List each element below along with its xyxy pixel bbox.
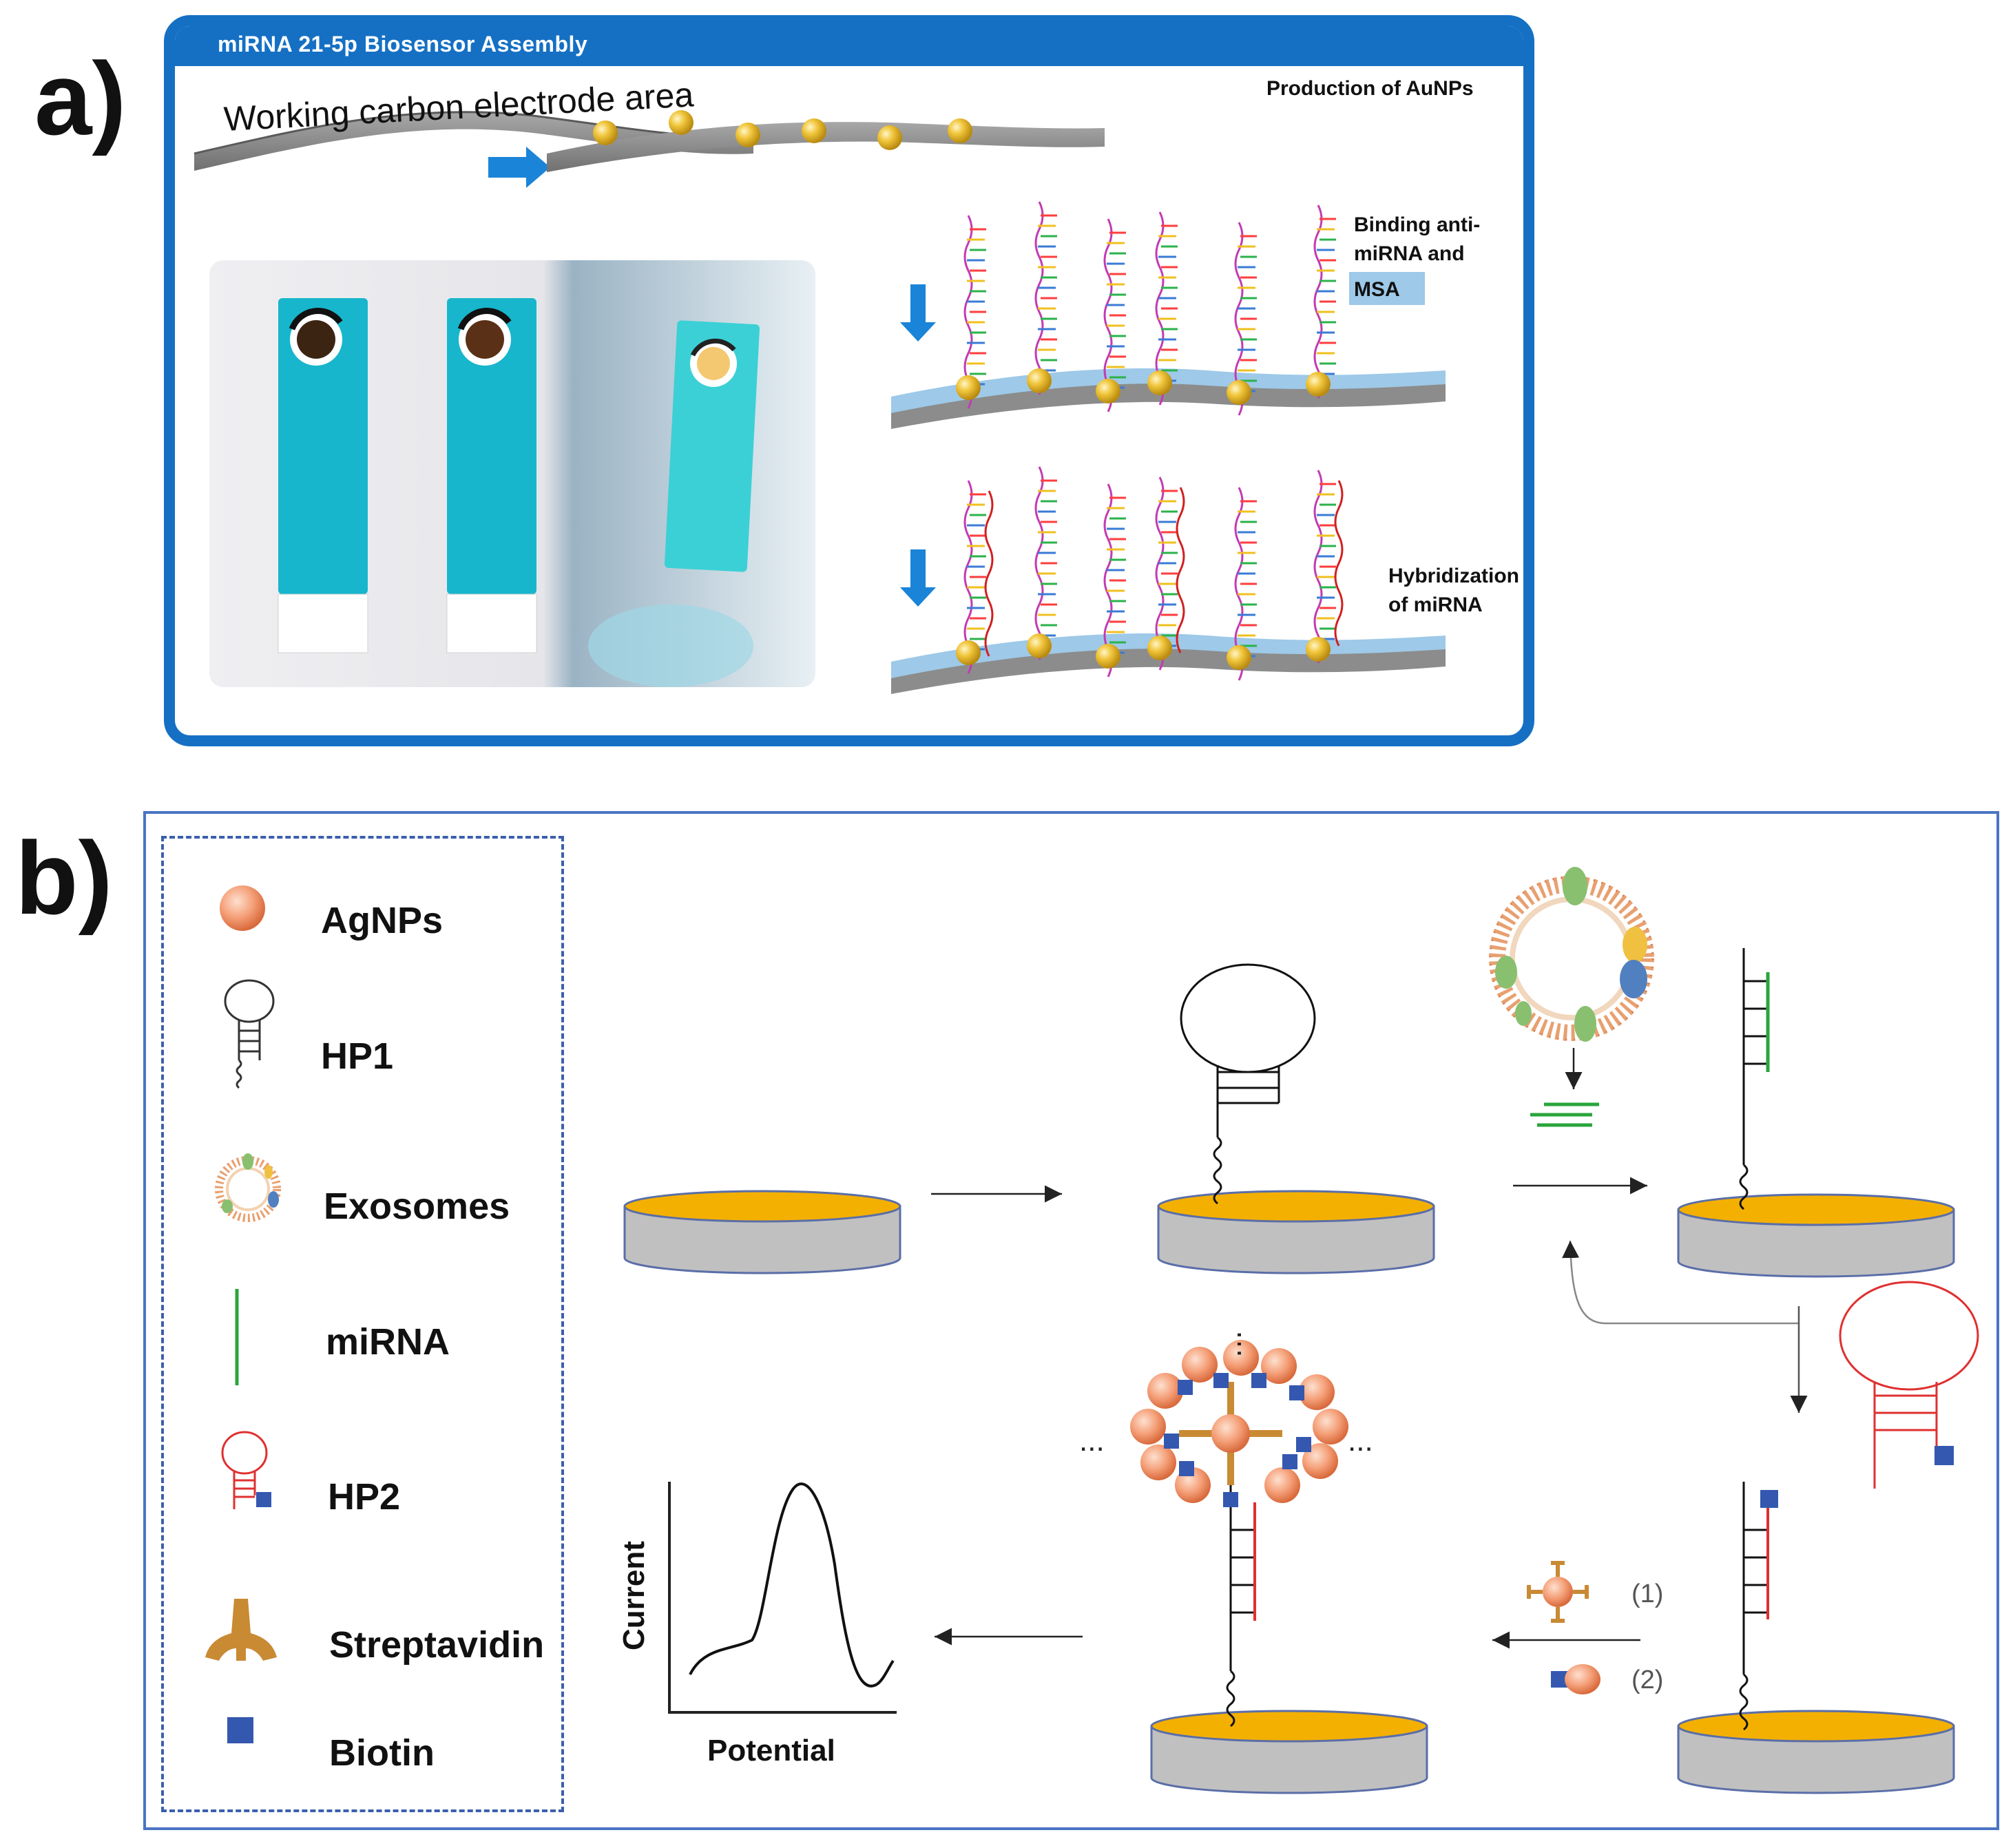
streptavidin-icon (205, 1599, 277, 1661)
msa-highlight (1349, 272, 1425, 305)
step-2-label-line1: Binding anti- (1354, 213, 1480, 236)
exosome-icon (1489, 867, 1654, 1042)
step-2-highlight: MSA (1354, 278, 1400, 301)
step-2-label-line2: miRNA and (1354, 242, 1465, 265)
step-3-label-line2: of miRNA (1388, 594, 1483, 616)
electrode-hp2 (1677, 1482, 1955, 1794)
electrode-aunps (547, 110, 1105, 172)
biotin-agnp-icon (1551, 1664, 1600, 1694)
hp1-icon (224, 979, 275, 1089)
legend-label-hp2: HP2 (328, 1476, 401, 1518)
ellipsis-top: ⋯ (1224, 1330, 1255, 1358)
panel-a-letter: a) (34, 41, 127, 156)
dpv-plot (668, 1482, 897, 1714)
ellipsis-right: ... (1348, 1424, 1373, 1458)
electrode-hybridized (891, 465, 1446, 694)
ellipsis-left: ... (1079, 1424, 1105, 1458)
biotin-icon (227, 1717, 253, 1743)
legend: AgNPs HP1 Exosomes miRNA HP2 Streptavidi… (161, 836, 564, 1812)
down-arrow-icon (900, 284, 936, 342)
electrode-hp1-mirna (1677, 948, 1955, 1278)
legend-label-biotin: Biotin (329, 1732, 435, 1774)
panel-a-title: miRNA 21-5p Biosensor Assembly (218, 32, 588, 56)
panel-a-diagram: Working carbon electrode area Production… (194, 75, 1519, 694)
plot-ylabel: Current (617, 1541, 651, 1650)
panel-b-diagram: (1) (2) (205, 867, 1979, 1794)
recycle-arrow (1562, 1240, 1799, 1325)
streptavidin-agnp-icon (1527, 1561, 1589, 1623)
panel-b-letter: b) (15, 820, 113, 936)
electrode-signal-complex (1130, 1340, 1428, 1794)
legend-label-streptavidin: Streptavidin (329, 1624, 545, 1666)
legend-label-hp1: HP1 (321, 1036, 394, 1077)
agnp-icon (220, 885, 265, 931)
electrode-hp1 (1157, 963, 1435, 1274)
panel-a-frame: miRNA 21-5p Biosensor Assembly (164, 15, 1534, 746)
legend-label-exosomes: Exosomes (324, 1186, 510, 1227)
bare-gold-electrode (623, 1190, 901, 1274)
step-1-label: Production of AuNPs (1266, 77, 1474, 100)
right-arrow-icon (488, 147, 550, 188)
down-arrow-icon (900, 549, 936, 607)
step-3-label-line1: Hybridization (1388, 565, 1519, 587)
panel-a-titlebar: miRNA 21-5p Biosensor Assembly (175, 26, 1523, 66)
legend-label-mirna: miRNA (326, 1321, 450, 1363)
hp2-icon (221, 1431, 271, 1509)
mirna-strands-icon (1530, 1102, 1599, 1127)
hp2-icon (1839, 1281, 1979, 1489)
electrode-probes (891, 200, 1446, 429)
plot-xlabel: Potential (707, 1734, 835, 1767)
reagent-2-label: (2) (1631, 1666, 1663, 1694)
electrode-photo (209, 260, 815, 687)
legend-label-agnps: AgNPs (321, 900, 444, 941)
exosome-icon (215, 1153, 281, 1222)
reagent-1-label: (1) (1631, 1579, 1663, 1608)
panel-b-frame: AgNPs HP1 Exosomes miRNA HP2 Streptavidi… (143, 811, 1999, 1830)
